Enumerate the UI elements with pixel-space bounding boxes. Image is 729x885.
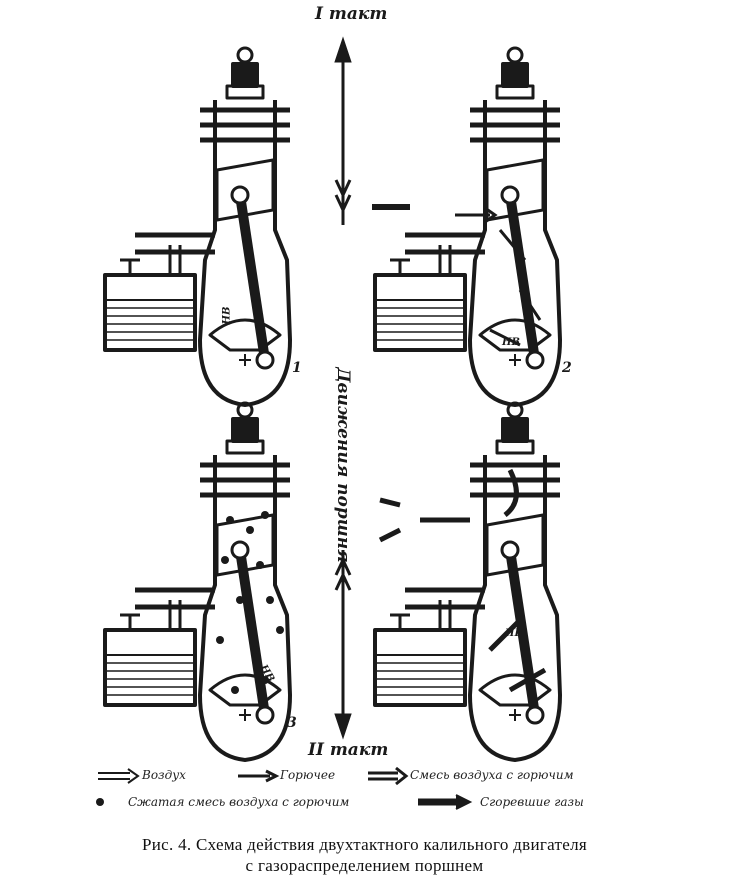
air-arrow-symbol: [98, 768, 140, 784]
fuel-arrow-symbol: [238, 769, 280, 783]
compressed-mixture-dots: [216, 511, 284, 694]
engine-panel-3: [105, 403, 290, 760]
figure-caption-line-1: Рис. 4. Схема действия двухтактного кали…: [141, 835, 587, 854]
legend-air: Воздух: [142, 768, 186, 782]
panel-3-number: 3: [287, 715, 297, 731]
panel-2-nv: НВ: [502, 337, 520, 348]
legend-mixture: Смесь воздуха с горючим: [410, 768, 574, 782]
engine-panel-2: [375, 48, 560, 405]
panel-4-nv: НВ: [505, 628, 523, 639]
legend-exhaust: Сгоревшие газы: [480, 795, 584, 809]
panel-2-number: 2: [562, 360, 572, 376]
stroke-1-label: I такт: [315, 4, 388, 24]
mixture-arrows: [372, 204, 542, 347]
panel-1-number: 1: [292, 360, 302, 376]
engine-panel-4: [375, 403, 560, 760]
piston-motion-axis: [334, 36, 352, 740]
figure-caption-line-2: с газораспределением поршнем: [245, 856, 484, 875]
exhaust-arrows: [378, 468, 547, 693]
stroke-2-label: II такт: [308, 740, 389, 760]
legend-fuel: Горючее: [280, 768, 336, 782]
mixture-arrow-symbol: [368, 766, 409, 786]
panel-1-nv: НВ: [221, 306, 233, 325]
compressed-dot-symbol: [96, 798, 104, 806]
legend-symbols: [96, 766, 473, 810]
engine-panel-1: [105, 48, 290, 405]
legend-compressed: Сжатая смесь воздуха с горючим: [128, 795, 350, 809]
piston-motion-label: Движения поршня: [333, 367, 353, 563]
exhaust-arrow-symbol: [418, 794, 473, 810]
